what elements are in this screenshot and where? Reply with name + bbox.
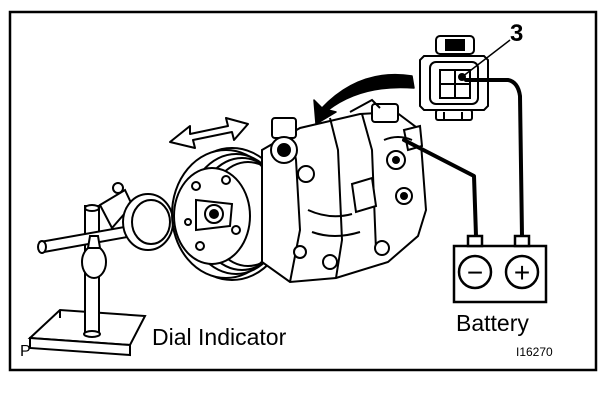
battery-positive-symbol: + xyxy=(514,257,530,288)
dial-indicator xyxy=(98,182,185,251)
clutch-pulley xyxy=(171,147,289,281)
electrical-connector xyxy=(419,35,489,121)
battery-negative-symbol: − xyxy=(467,257,483,288)
dial-indicator-label: Dial Indicator xyxy=(152,324,287,350)
terminal-leader-line xyxy=(461,39,511,78)
corner-mark-label: P xyxy=(20,343,31,360)
compressor-body xyxy=(261,98,428,284)
battery xyxy=(452,234,548,304)
diagram-frame xyxy=(8,10,598,372)
battery-symbols: − + xyxy=(467,257,530,288)
battery-label: Battery xyxy=(456,310,529,336)
movement-arrow xyxy=(169,117,249,149)
figure-code-label: I16270 xyxy=(516,345,553,359)
terminal-number-label: 3 xyxy=(510,20,524,47)
connector-curved-arrow xyxy=(313,73,415,125)
battery-wires xyxy=(402,78,524,238)
